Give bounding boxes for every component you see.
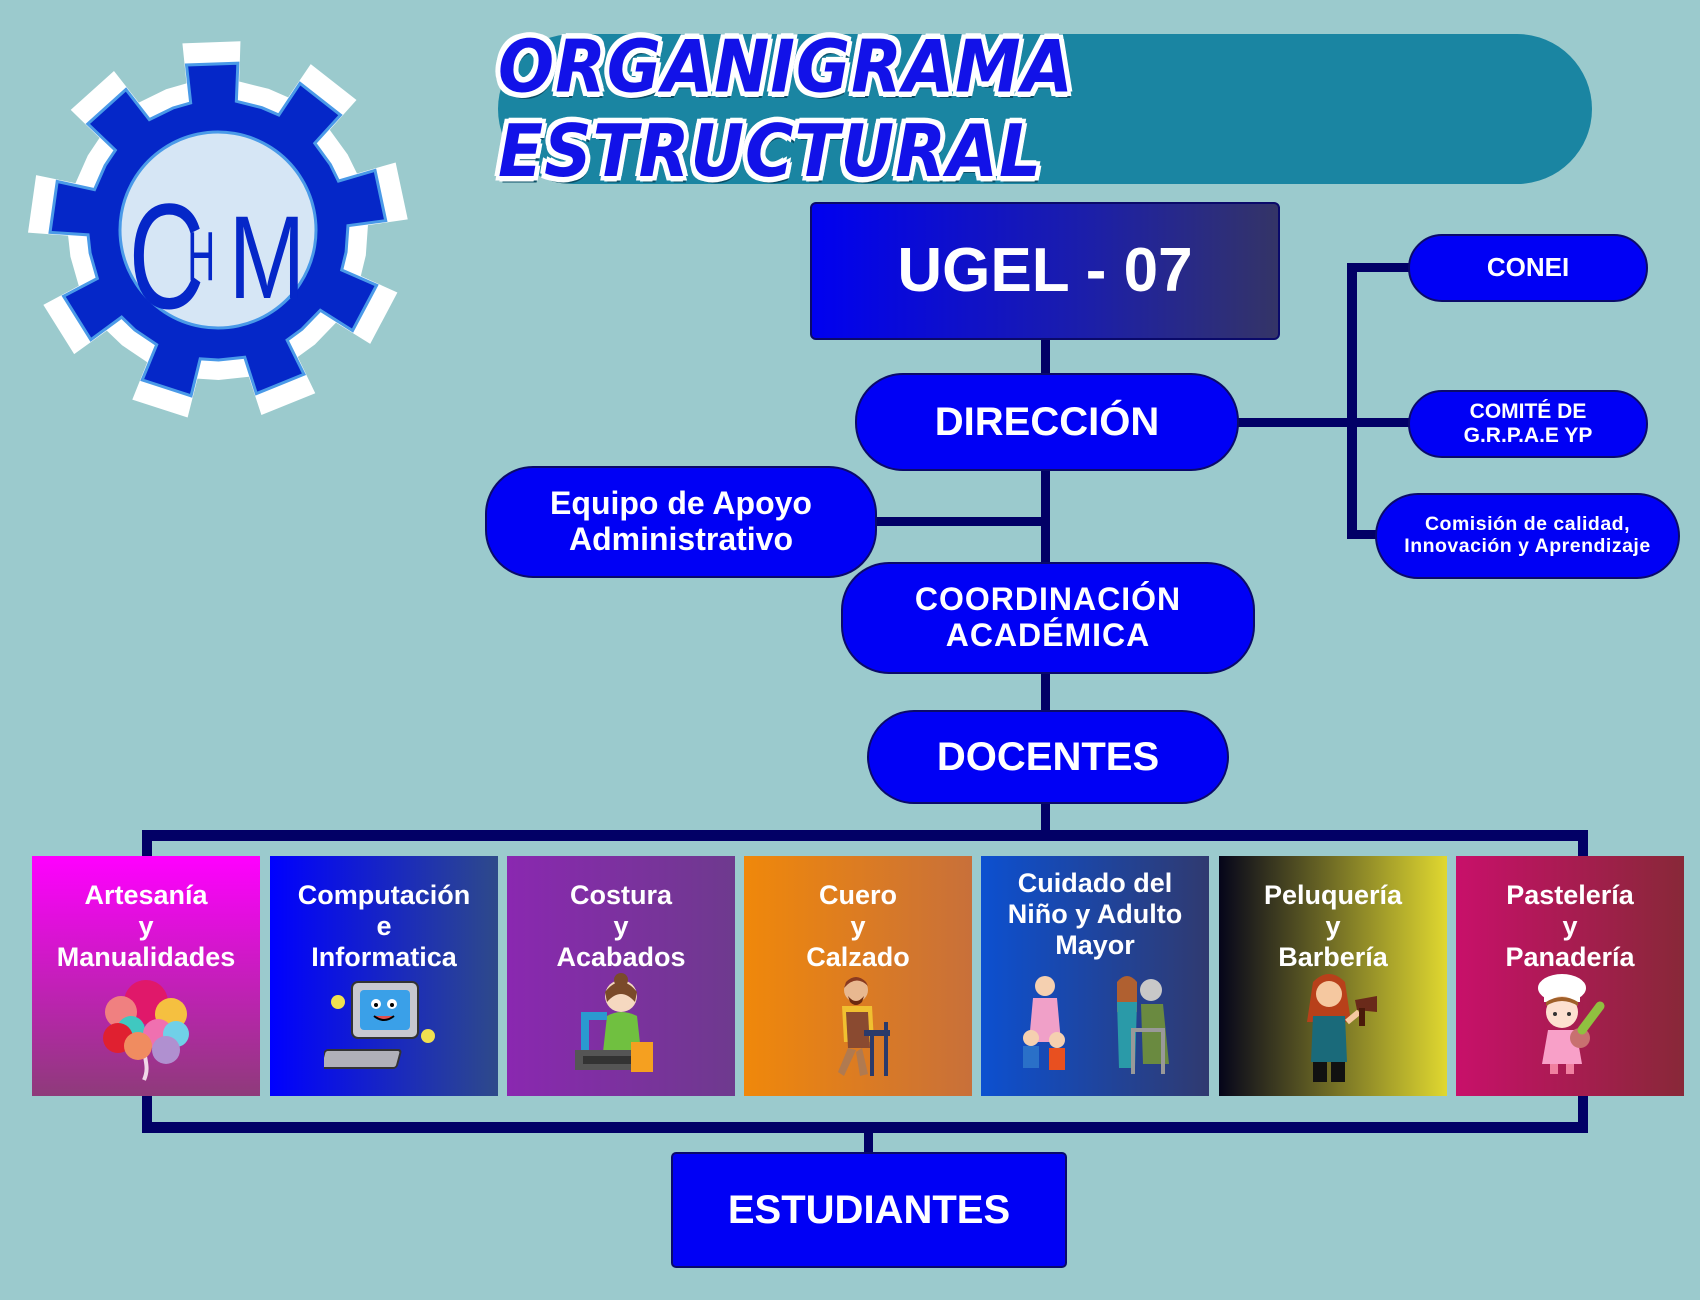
sewing-machine-icon	[561, 972, 681, 1082]
node-label: COORDINACIÓN ACADÉMICA	[914, 581, 1182, 653]
workshop-label: Costura y Acabados	[556, 880, 686, 972]
node-coordinacion-academica: COORDINACIÓN ACADÉMICA	[841, 562, 1255, 674]
balloons-icon	[86, 972, 206, 1082]
caregiver-icon	[1005, 972, 1185, 1082]
node-label: CONEI	[1486, 252, 1570, 283]
computer-icon	[319, 972, 444, 1082]
node-estudiantes: ESTUDIANTES	[671, 1152, 1067, 1268]
workshop-label: Peluquería y Barbería	[1263, 880, 1403, 972]
title-banner: ORGANIGRAMA ESTRUCTURAL	[498, 24, 1592, 194]
workshop-label: Pastelería y Panadería	[1505, 880, 1635, 972]
shoemaker-icon	[798, 972, 918, 1082]
workshop-card: Pastelería y Panadería	[1456, 856, 1684, 1096]
connector-ugel-direccion	[1041, 340, 1050, 374]
workshop-label: Cuidado del Niño y Adulto Mayor	[1007, 868, 1183, 960]
workshop-card: Costura y Acabados	[507, 856, 735, 1096]
workshop-label: Artesanía y Manualidades	[56, 880, 236, 972]
node-ugel-07: UGEL - 07	[810, 202, 1280, 340]
hairdresser-icon	[1273, 972, 1393, 1082]
node-label: COMITÉ DE G.R.P.A.E YP	[1463, 400, 1593, 447]
page-title: ORGANIGRAMA ESTRUCTURAL	[498, 24, 1074, 194]
connector-committees-vertical	[1347, 263, 1357, 539]
node-label: ESTUDIANTES	[727, 1187, 1011, 1232]
workshop-label: Cuero y Calzado	[806, 880, 910, 972]
workshop-card: Artesanía y Manualidades	[32, 856, 260, 1096]
node-docentes: DOCENTES	[867, 710, 1229, 804]
connector-comision	[1347, 530, 1377, 539]
connector-docentes-workshops	[1041, 803, 1050, 832]
connector-equipo	[876, 517, 1046, 526]
workshop-card: Cuero y Calzado	[744, 856, 972, 1096]
workshop-card: Computación e Informatica	[270, 856, 498, 1096]
logo-letter-h: H	[187, 217, 215, 295]
node-label: Equipo de Apoyo Administrativo	[550, 485, 812, 557]
node-direccion: DIRECCIÓN	[855, 373, 1239, 471]
workshop-card: Cuidado del Niño y Adulto Mayor	[981, 856, 1209, 1096]
workshops-bottom-right-rise	[1578, 1094, 1588, 1130]
workshop-card: Peluquería y Barbería	[1219, 856, 1447, 1096]
school-logo: C H M	[18, 30, 418, 430]
node-label: UGEL - 07	[897, 236, 1193, 306]
workshop-label: Computación e Informatica	[297, 880, 471, 972]
gear-logo-icon: C H M	[28, 41, 408, 418]
workshops-top-left-drop	[142, 830, 152, 858]
logo-letter-m: M	[229, 192, 306, 324]
workshops-top-bar	[142, 830, 1588, 841]
node-label: DOCENTES	[936, 734, 1160, 779]
node-label: Comisión de calidad, Innovación y Aprend…	[1404, 513, 1651, 557]
connector-coordinacion-docentes	[1041, 673, 1050, 711]
connector-conei	[1347, 263, 1410, 272]
node-comision-calidad: Comisión de calidad, Innovación y Aprend…	[1375, 493, 1680, 579]
node-label: DIRECCIÓN	[934, 399, 1160, 444]
connector-estudiantes	[864, 1130, 873, 1154]
workshops-top-right-drop	[1578, 830, 1588, 858]
logo-letter-c: C	[129, 174, 205, 341]
node-conei: CONEI	[1408, 234, 1648, 302]
workshops-bottom-left-rise	[142, 1094, 152, 1130]
baker-icon	[1510, 972, 1630, 1082]
node-comite-grpae: COMITÉ DE G.R.P.A.E YP	[1408, 390, 1648, 458]
node-equipo-apoyo: Equipo de Apoyo Administrativo	[485, 466, 877, 578]
connector-direccion-committees	[1238, 418, 1410, 427]
workshops-bottom-bar	[142, 1122, 1588, 1133]
